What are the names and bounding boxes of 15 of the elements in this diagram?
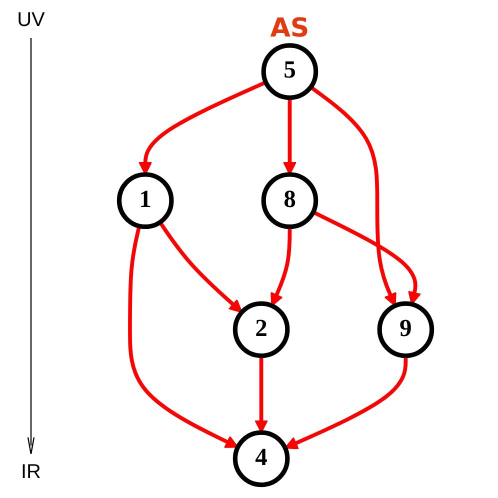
- arrow: [128, 226, 239, 448]
- scale-label: IR: [21, 460, 41, 484]
- arrow: [285, 356, 408, 450]
- numbered-circle: 9: [378, 301, 435, 358]
- numbered-circle: 1: [117, 172, 174, 230]
- arrow: [271, 226, 292, 306]
- arrow: [158, 221, 243, 313]
- arrow: [312, 210, 422, 305]
- node-caption: AS: [270, 13, 310, 44]
- numbered-circle: 5: [262, 43, 319, 100]
- numbered-circle: 4: [233, 430, 290, 488]
- scale-label: UV: [17, 8, 45, 32]
- arrow: [310, 86, 397, 306]
- numbered-circle: 2: [233, 301, 290, 358]
- numbered-circle: 8: [262, 172, 319, 230]
